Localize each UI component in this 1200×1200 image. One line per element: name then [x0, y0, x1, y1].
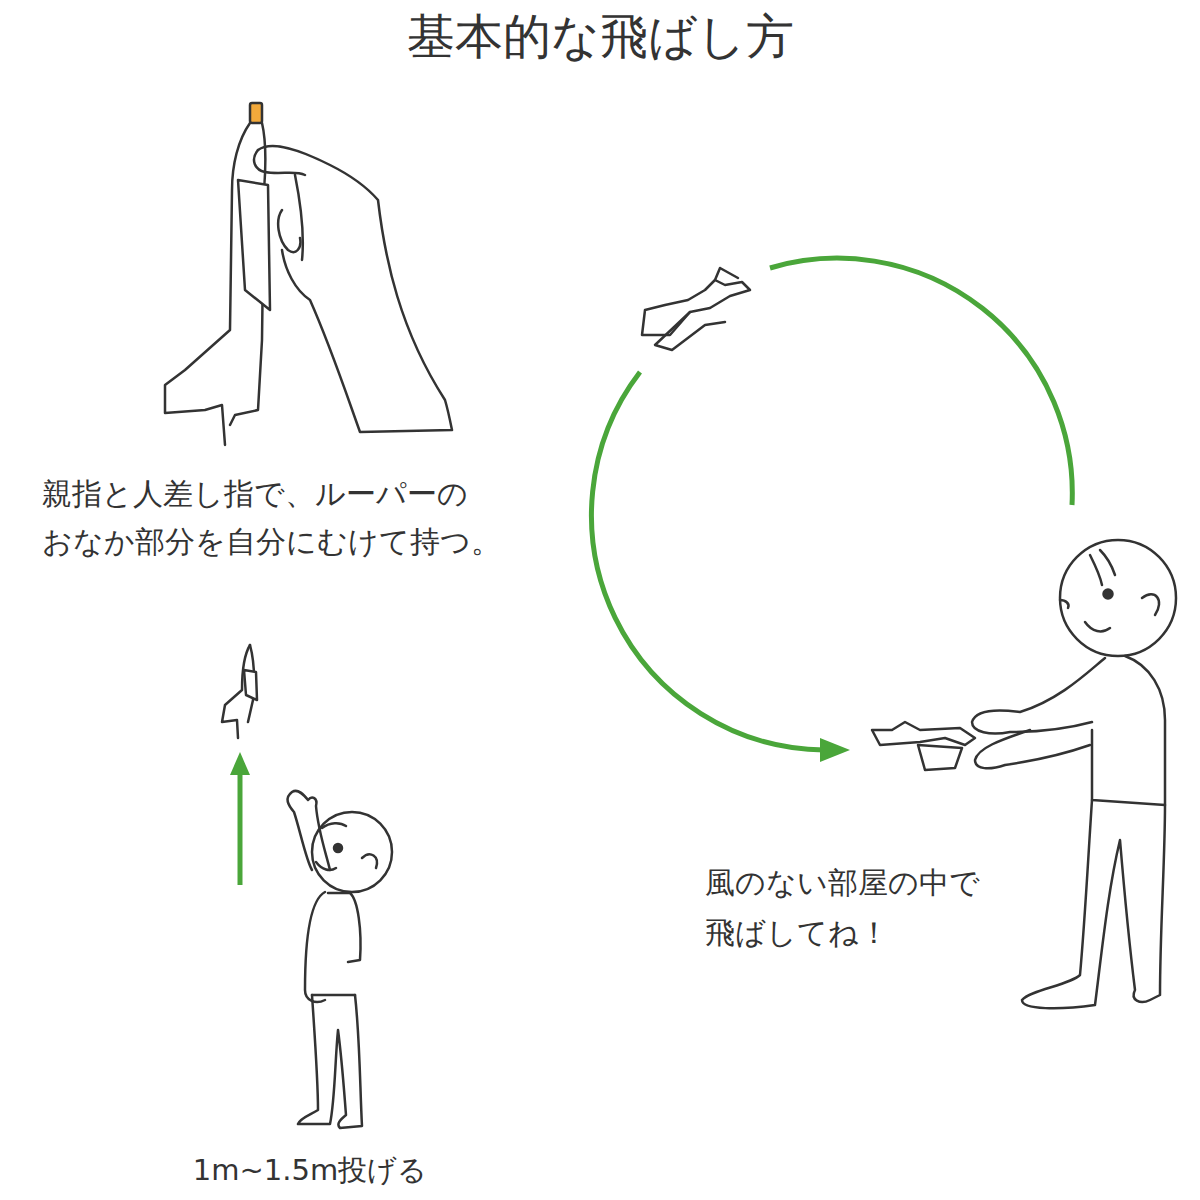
arrowhead: [230, 752, 250, 775]
small-plane: [222, 645, 257, 738]
hand-holding-plane: [165, 103, 452, 445]
distance-note: 1m~1.5m投げる: [150, 1150, 470, 1190]
arrowhead: [820, 738, 850, 762]
child-figure: [288, 791, 392, 1128]
flight-path: [240, 258, 1072, 885]
looping-plane: [642, 268, 750, 350]
room-note: 風のない部屋の中で 飛ばしてね！: [705, 858, 1045, 958]
title: 基本的な飛ばし方: [0, 6, 1200, 66]
person-figure: [872, 540, 1176, 1008]
instruction-note: 親指と人差し指で、ルーパーの おなか部分を自分にむけて持つ。: [42, 470, 572, 566]
